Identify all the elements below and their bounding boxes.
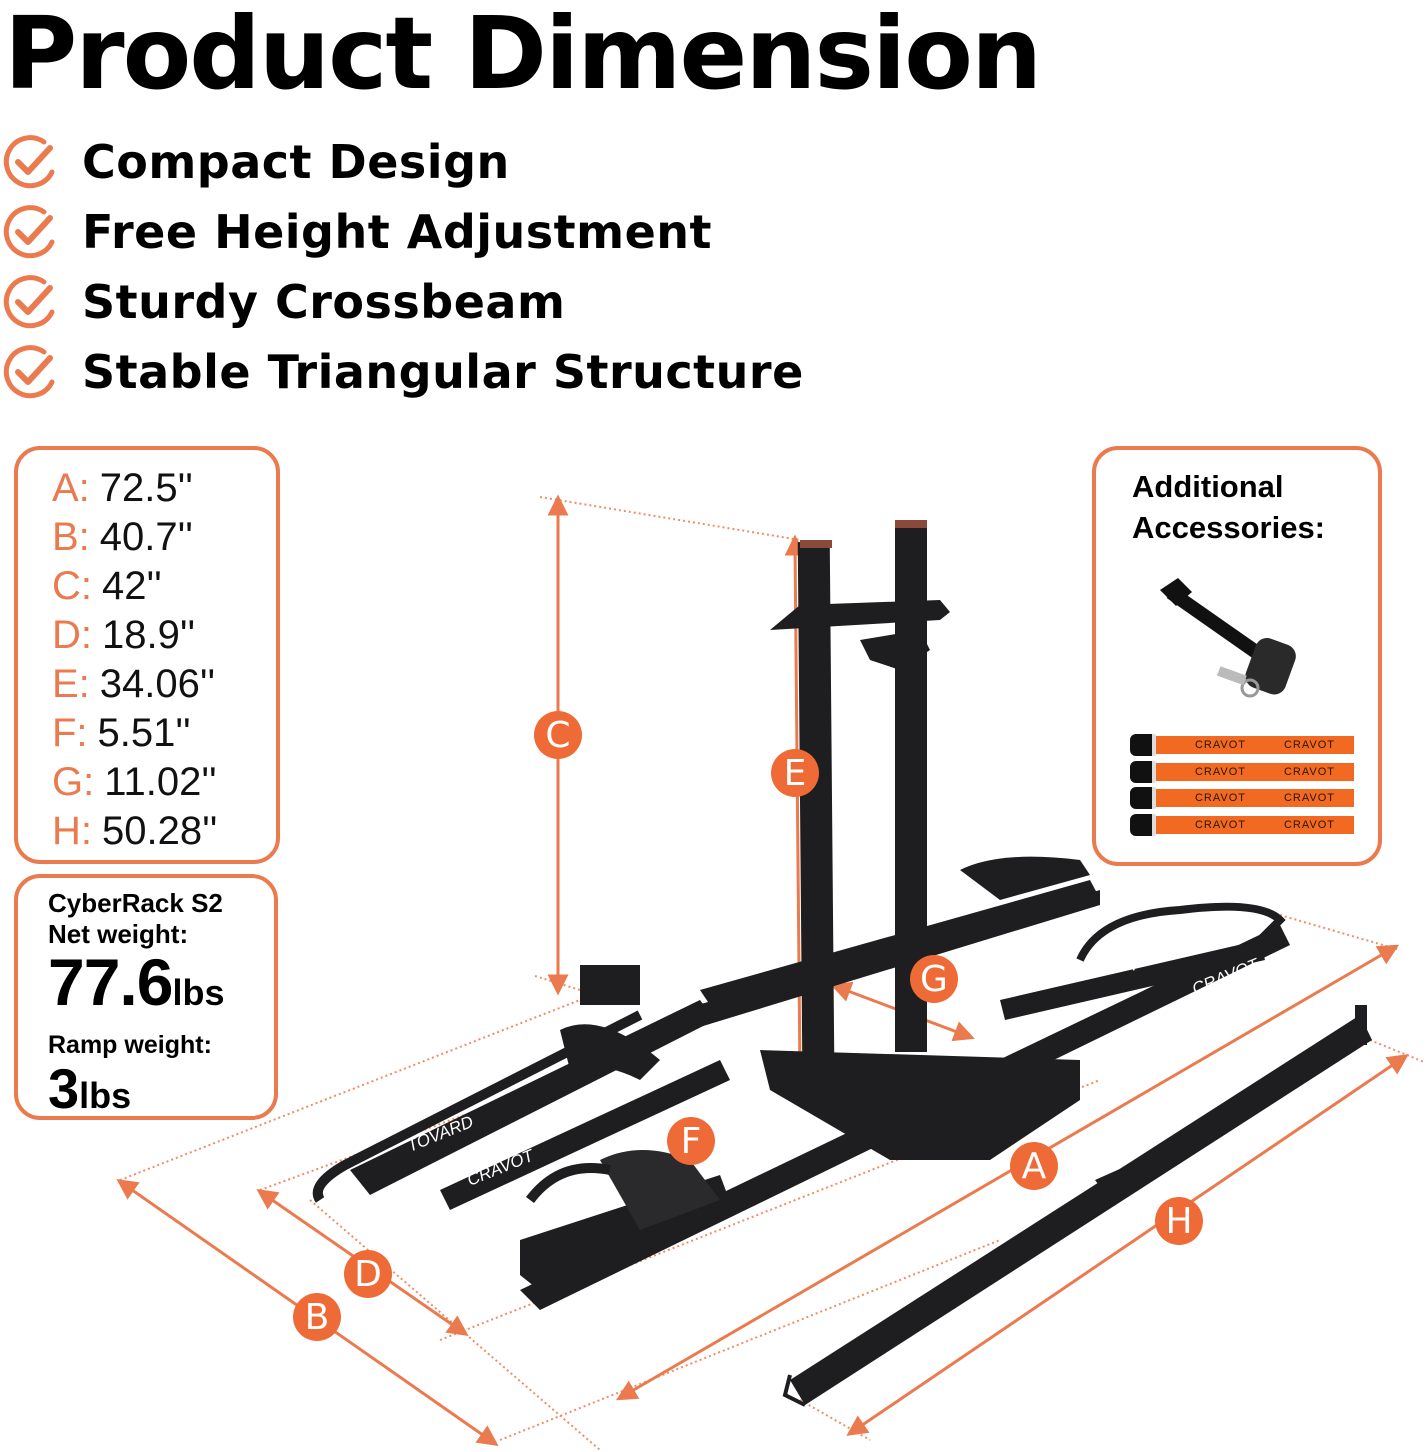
check-circle-icon xyxy=(3,135,55,189)
marker-f: F xyxy=(667,1117,715,1165)
page-title: Product Dimension xyxy=(4,0,1042,112)
check-circle-icon xyxy=(3,205,55,259)
marker-g: G xyxy=(910,955,958,1003)
feature-item: Sturdy Crossbeam xyxy=(0,272,565,332)
dimension-row: G:11.02'' xyxy=(52,758,276,807)
buckle-icon xyxy=(1130,734,1156,756)
dimension-value: 42'' xyxy=(102,564,162,608)
dimension-key: E: xyxy=(52,662,90,706)
dimension-row: H:50.28'' xyxy=(52,807,276,856)
dimension-value: 34.06'' xyxy=(99,662,216,706)
net-weight-value: 77.6lbs xyxy=(48,945,225,1019)
dimension-row: F:5.51'' xyxy=(52,709,276,758)
feature-item: Compact Design xyxy=(0,132,510,192)
buckle-icon xyxy=(1130,814,1156,836)
marker-b: B xyxy=(293,1293,341,1341)
dimension-value: 18.9'' xyxy=(102,613,196,657)
feature-item: Free Height Adjustment xyxy=(0,202,712,262)
dimension-value: 11.02'' xyxy=(104,760,217,804)
dimension-value: 5.51'' xyxy=(97,711,191,755)
dimension-row: D:18.9'' xyxy=(52,611,276,660)
feature-item: Stable Triangular Structure xyxy=(0,342,804,402)
dimension-key: H: xyxy=(52,809,92,853)
model-name: CyberRack S2 xyxy=(48,888,223,918)
dimension-key: G: xyxy=(52,760,95,804)
feature-label: Sturdy Crossbeam xyxy=(82,275,566,329)
dimension-key: B: xyxy=(52,515,90,559)
marker-e: E xyxy=(771,749,819,797)
marker-d: D xyxy=(344,1250,392,1298)
dimension-value: 40.7'' xyxy=(99,515,193,559)
feature-label: Compact Design xyxy=(82,135,510,189)
weight-panel: CyberRack S2 Net weight: 77.6lbs Ramp we… xyxy=(14,874,278,1120)
dimension-row: B:40.7'' xyxy=(52,513,276,562)
dimension-key: F: xyxy=(52,711,88,755)
rack-shape xyxy=(312,520,1372,1407)
check-circle-icon xyxy=(3,345,55,399)
dimension-row: E:34.06'' xyxy=(52,660,276,709)
dimension-value: 50.28'' xyxy=(102,809,218,853)
net-weight-label: Net weight: xyxy=(48,919,189,949)
ramp-weight-value: 3lbs xyxy=(48,1057,132,1120)
feature-label: Stable Triangular Structure xyxy=(82,345,804,399)
buckle-icon xyxy=(1130,787,1156,809)
dimension-row: C:42'' xyxy=(52,562,276,611)
dimension-key: D: xyxy=(52,613,92,657)
marker-h: H xyxy=(1155,1197,1203,1245)
accessories-title: Accessories: xyxy=(1132,510,1326,545)
check-circle-icon xyxy=(3,275,55,329)
dimension-value: 72.5'' xyxy=(99,466,193,510)
ramp-weight-label: Ramp weight: xyxy=(48,1031,212,1059)
dimension-key: C: xyxy=(52,564,92,608)
accessories-title: Additional xyxy=(1132,469,1284,504)
hitch-pin-lock-icon xyxy=(1160,578,1296,698)
feature-label: Free Height Adjustment xyxy=(82,205,713,259)
marker-a: A xyxy=(1010,1142,1058,1190)
buckle-icon xyxy=(1130,761,1156,783)
dimension-key: A: xyxy=(52,466,90,510)
dimension-row: A:72.5'' xyxy=(52,464,276,513)
dimensions-panel: A:72.5'' B:40.7'' C:42'' D:18.9'' E:34.0… xyxy=(14,446,280,864)
marker-c: C xyxy=(534,711,582,759)
